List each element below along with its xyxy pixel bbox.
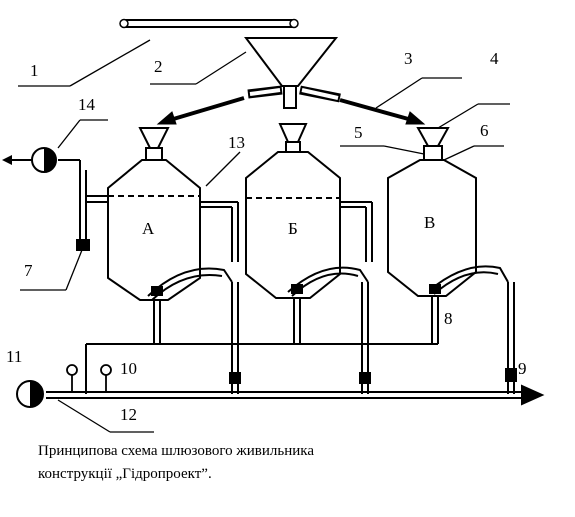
tank-v [387, 127, 477, 297]
main-line [46, 384, 545, 406]
callout-5: 5 [354, 123, 363, 142]
callout-8: 8 [444, 309, 453, 328]
callout-numbers: 1 2 3 4 5 6 7 8 9 10 11 12 13 14 [6, 49, 527, 424]
callout-3: 3 [404, 49, 413, 68]
pump-11 [16, 380, 44, 408]
tank-label-a: А [142, 219, 155, 238]
callout-13: 13 [228, 133, 245, 152]
tank-b [245, 123, 341, 299]
callout-10: 10 [120, 359, 137, 378]
callout-7: 7 [24, 261, 33, 280]
interconnect-pipes [200, 201, 373, 262]
callout-4: 4 [490, 49, 499, 68]
tank-label-b: Б [288, 219, 298, 238]
callout-6: 6 [480, 121, 489, 140]
tank-a [107, 127, 201, 301]
leader-lines [18, 39, 510, 433]
side-pipe-7 [58, 159, 108, 251]
callout-1: 1 [30, 61, 39, 80]
feed-arrows [156, 96, 426, 125]
main-hopper [244, 37, 341, 109]
risers [229, 282, 517, 394]
callout-14: 14 [78, 95, 96, 114]
figure-caption: Принципова схема шлюзового живильника ко… [38, 440, 538, 486]
callout-2: 2 [154, 57, 163, 76]
callout-12: 12 [120, 405, 137, 424]
caption-line-2: конструкції „Гідропроект”. [38, 466, 212, 482]
tank-labels: А Б В [142, 213, 435, 238]
pump-14 [2, 147, 57, 173]
caption-line-1: Принципова схема шлюзового живильника [38, 443, 314, 459]
top-conveyor [119, 18, 299, 29]
tank-label-v: В [424, 213, 435, 232]
drain-pipes [85, 284, 441, 394]
callout-9: 9 [518, 359, 527, 378]
callout-11: 11 [6, 347, 22, 366]
valves-10 [66, 364, 112, 392]
